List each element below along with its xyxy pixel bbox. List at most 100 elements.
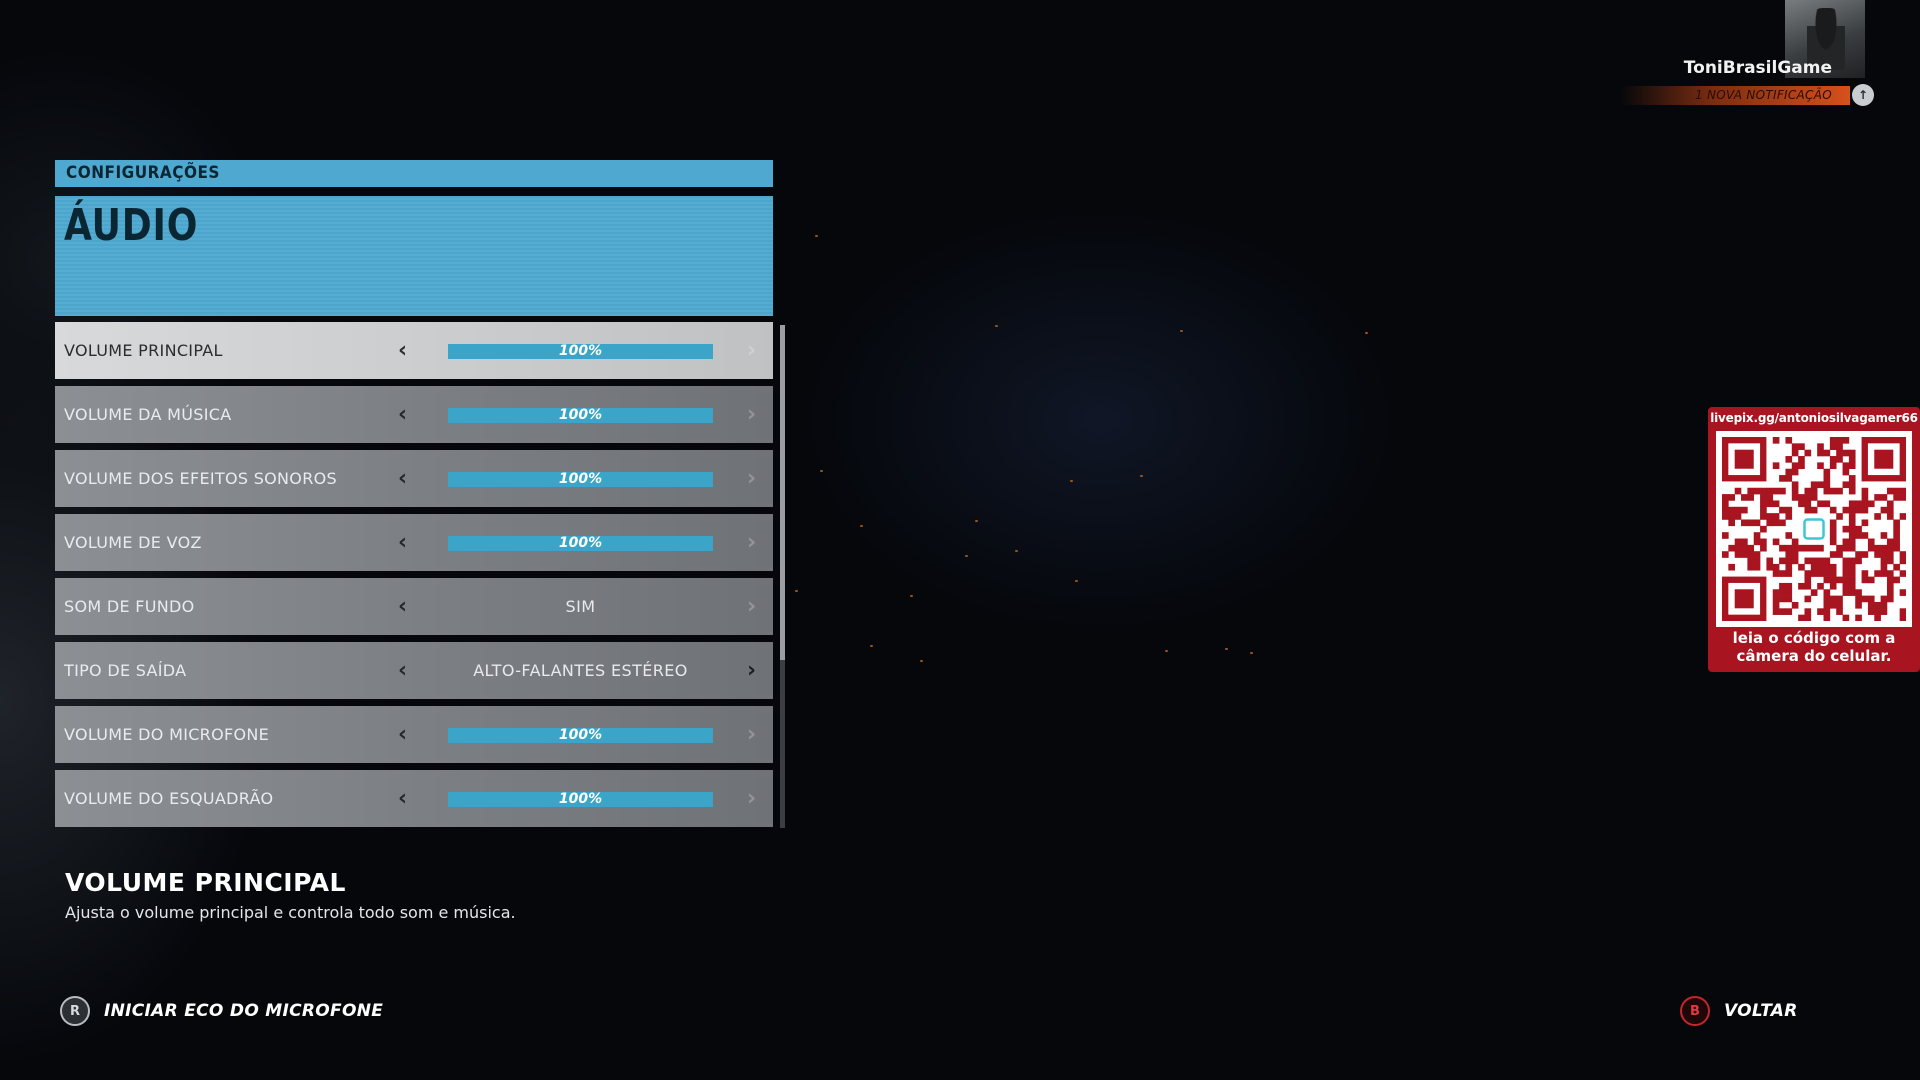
setting-row-volume-da-musica[interactable]: VOLUME DA MÚSICA ‹ 100% › — [55, 386, 773, 443]
qr-module — [1791, 544, 1799, 552]
settings-scrollbar[interactable] — [780, 325, 785, 828]
setting-label: VOLUME DA MÚSICA — [64, 405, 232, 424]
qr-module — [1810, 544, 1818, 552]
chevron-right-icon[interactable]: › — [747, 722, 757, 747]
qr-module — [1722, 532, 1729, 539]
qr-module — [1848, 449, 1856, 457]
chevron-right-icon[interactable]: › — [747, 594, 757, 619]
qr-module — [1823, 595, 1831, 603]
qr-module — [1842, 557, 1850, 565]
slider-fill — [448, 728, 713, 743]
qr-module — [1810, 494, 1818, 501]
settings-panel: CONFIGURAÇÕES ÁUDIO VOLUME PRINCIPAL ‹ 1… — [55, 160, 773, 834]
qr-module — [1772, 487, 1780, 495]
volume-slider[interactable]: 100% — [448, 472, 713, 487]
chevron-left-icon[interactable]: ‹ — [398, 722, 408, 747]
chevron-right-icon[interactable]: › — [747, 466, 757, 491]
qr-module — [1899, 570, 1906, 577]
qr-module — [1886, 582, 1894, 590]
qr-module — [1855, 551, 1862, 558]
ember — [860, 525, 863, 527]
qr-module — [1880, 544, 1888, 552]
volume-slider[interactable]: 100% — [448, 344, 713, 359]
qr-module — [1829, 437, 1837, 444]
chevron-left-icon[interactable]: ‹ — [398, 530, 408, 555]
qr-module — [1804, 570, 1812, 577]
qr-module — [1867, 538, 1875, 546]
qr-module — [1747, 519, 1755, 527]
qr-module — [1747, 494, 1755, 501]
qr-module — [1779, 519, 1786, 527]
qr-module — [1804, 544, 1812, 552]
chevron-left-icon[interactable]: ‹ — [398, 402, 408, 427]
page-title: ÁUDIO — [64, 200, 199, 251]
notification-bar[interactable]: 1 NOVA NOTIFICAÇÃO — [1620, 86, 1850, 105]
notification-button-icon[interactable]: ↑ — [1852, 84, 1874, 106]
volume-slider[interactable]: 100% — [448, 792, 713, 807]
qr-module — [1842, 481, 1850, 489]
qr-module — [1855, 557, 1862, 565]
description-title: VOLUME PRINCIPAL — [65, 868, 346, 897]
setting-row-volume-do-microfone[interactable]: VOLUME DO MICROFONE ‹ 100% › — [55, 706, 773, 763]
qr-module — [1829, 595, 1837, 603]
back-prompt[interactable]: B VOLTAR — [1680, 996, 1798, 1026]
qr-module — [1842, 589, 1850, 596]
setting-row-volume-efeitos-sonoros[interactable]: VOLUME DOS EFEITOS SONOROS ‹ 100% › — [55, 450, 773, 507]
qr-module — [1728, 519, 1735, 527]
qr-module — [1867, 608, 1875, 615]
qr-module — [1772, 570, 1780, 577]
option-value: SIM — [565, 597, 596, 616]
volume-slider[interactable]: 100% — [448, 536, 713, 551]
qr-module — [1886, 570, 1894, 577]
qr-module — [1867, 500, 1875, 508]
qr-module — [1829, 582, 1837, 590]
player-profile[interactable]: ToniBrasilGame 1 NOVA NOTIFICAÇÃO ↑ — [1620, 0, 1920, 110]
chevron-right-icon[interactable]: › — [747, 786, 757, 811]
qr-module — [1886, 557, 1894, 565]
scrollbar-thumb[interactable] — [780, 325, 785, 660]
chevron-right-icon[interactable]: › — [747, 658, 757, 683]
qr-module — [1861, 506, 1869, 514]
setting-label: SOM DE FUNDO — [64, 597, 195, 616]
qr-module — [1817, 462, 1824, 470]
qr-module — [1791, 494, 1799, 501]
mic-echo-prompt[interactable]: R INICIAR ECO DO MICROFONE — [60, 996, 383, 1026]
chevron-left-icon[interactable]: ‹ — [398, 658, 408, 683]
qr-module — [1785, 456, 1793, 463]
chevron-left-icon[interactable]: ‹ — [398, 786, 408, 811]
chevron-left-icon[interactable]: ‹ — [398, 338, 408, 363]
chevron-left-icon[interactable]: ‹ — [398, 594, 408, 619]
setting-row-volume-de-voz[interactable]: VOLUME DE VOZ ‹ 100% › — [55, 514, 773, 571]
qr-module — [1874, 601, 1881, 609]
qr-module — [1823, 614, 1831, 621]
volume-slider[interactable]: 100% — [448, 408, 713, 423]
qr-module — [1791, 557, 1799, 565]
slider-value: 100% — [558, 343, 603, 359]
qr-module — [1785, 563, 1793, 571]
qr-module — [1867, 601, 1875, 609]
volume-slider[interactable]: 100% — [448, 728, 713, 743]
chevron-right-icon[interactable]: › — [747, 402, 757, 427]
ember — [975, 520, 978, 522]
qr-module — [1817, 582, 1824, 590]
avatar[interactable] — [1785, 0, 1865, 78]
chevron-right-icon[interactable]: › — [747, 338, 757, 363]
qr-module — [1829, 538, 1837, 546]
qr-module — [1848, 506, 1856, 514]
qr-module — [1760, 513, 1767, 520]
setting-row-tipo-de-saida[interactable]: TIPO DE SAÍDA ‹ ALTO-FALANTES ESTÉREO › — [55, 642, 773, 699]
qr-module — [1842, 468, 1850, 476]
qr-module — [1741, 551, 1748, 558]
setting-row-volume-do-esquadrao[interactable]: VOLUME DO ESQUADRÃO ‹ 100% › — [55, 770, 773, 827]
qr-module — [1753, 487, 1761, 495]
setting-row-volume-principal[interactable]: VOLUME PRINCIPAL ‹ 100% › — [55, 322, 773, 379]
ember — [1075, 580, 1078, 582]
qr-module — [1886, 544, 1894, 552]
setting-row-som-de-fundo[interactable]: SOM DE FUNDO ‹ SIM › — [55, 578, 773, 635]
qr-module — [1734, 544, 1742, 552]
ember — [1165, 650, 1168, 652]
qr-module — [1893, 544, 1900, 552]
chevron-right-icon[interactable]: › — [747, 530, 757, 555]
chevron-left-icon[interactable]: ‹ — [398, 466, 408, 491]
qr-module — [1722, 551, 1729, 558]
